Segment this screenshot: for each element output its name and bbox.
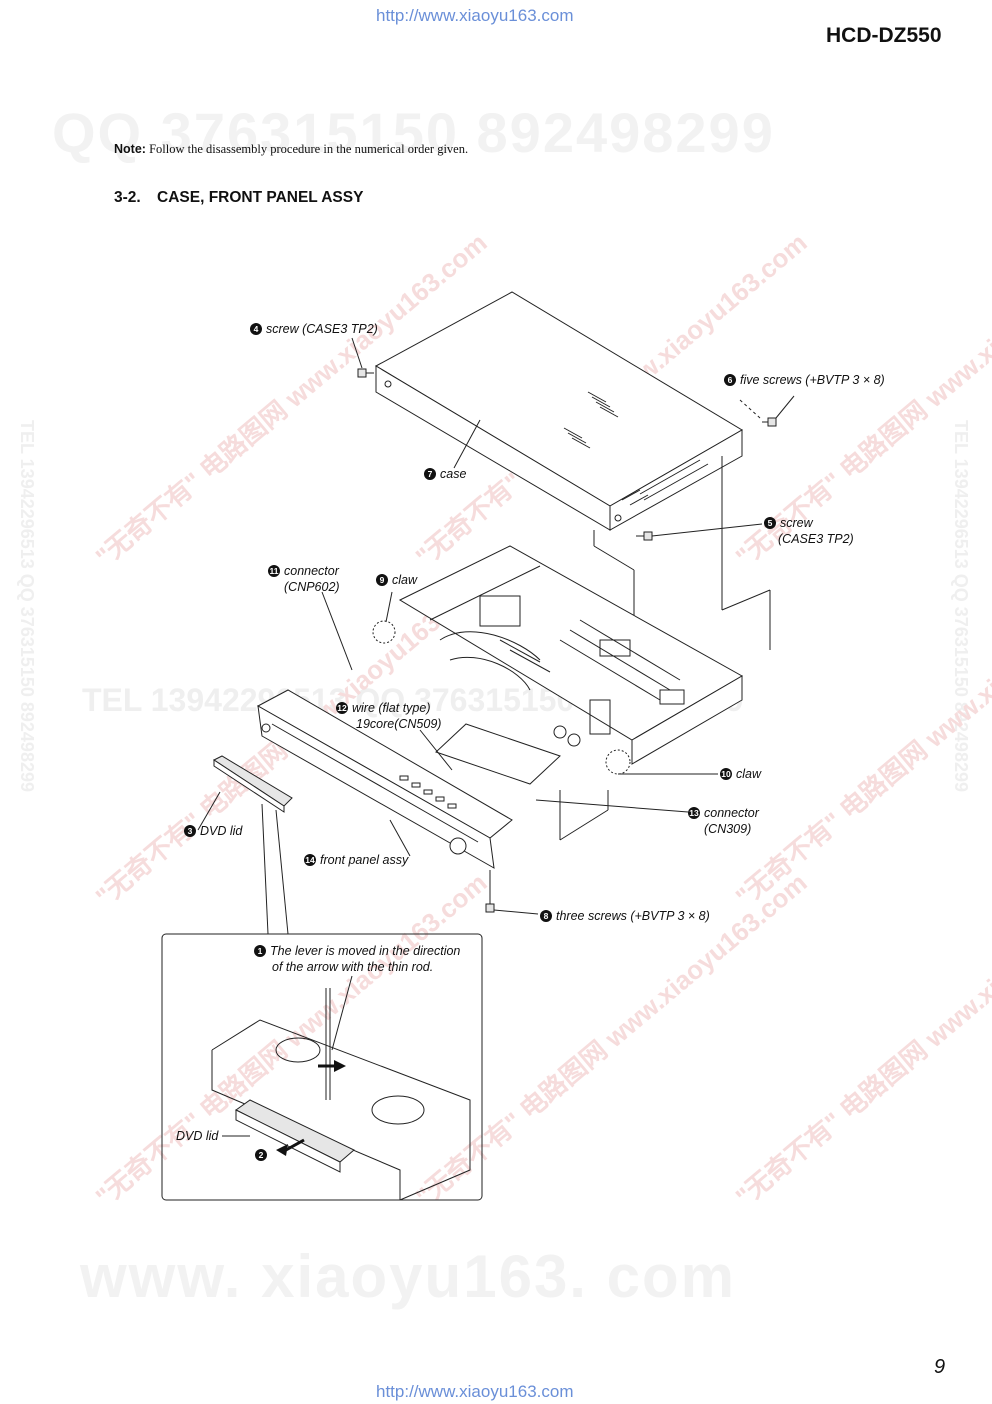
callout-2-number: 2 (255, 1149, 267, 1161)
page-number: 9 (934, 1356, 946, 1378)
callout-3-number: 3 (184, 825, 196, 837)
callout-7-text: case (440, 467, 467, 481)
callout-4-number: 4 (250, 323, 262, 335)
callout-14: 14 front panel assy (304, 852, 408, 868)
watermark-bottom: www. xiaoyu163. com (80, 1243, 737, 1310)
callout-8: 8 three screws (+BVTP 3 × 8) (540, 908, 710, 924)
callout-1-line1: The lever is moved in the direction (270, 944, 461, 958)
callout-4: 4 screw (CASE3 TP2) (250, 321, 378, 337)
callout-10: 10 claw (720, 766, 761, 782)
callout-5: 5 screw (CASE3 TP2) (764, 515, 854, 547)
leader-lines (197, 419, 718, 857)
callout-5-line2: (CASE3 TP2) (778, 532, 854, 546)
model-number: HCD-DZ550 (826, 24, 942, 47)
callout-5-number: 5 (764, 517, 776, 529)
callout-10-text: claw (736, 767, 762, 781)
screw-6-drawing (739, 395, 795, 427)
screw-8-drawing (485, 890, 539, 915)
note-line: Note: Follow the disassembly procedure i… (114, 142, 468, 157)
callout-1-number: 1 (254, 945, 266, 957)
callout-11-line1: connector (284, 564, 339, 578)
callout-6-text: five screws (+BVTP 3 × 8) (740, 373, 885, 387)
inset-drawing (211, 975, 471, 1201)
callout-10-number: 10 (720, 768, 732, 780)
callout-8-number: 8 (540, 910, 552, 922)
callout-4-text: screw (CASE3 TP2) (266, 322, 378, 336)
callout-5-line1: screw (780, 516, 813, 530)
callout-13: 13 connector (CN309) (688, 805, 759, 837)
callout-11-number: 11 (268, 565, 280, 577)
callout-7: 7 case (424, 466, 466, 482)
callout-1: 1 The lever is moved in the direction of … (254, 943, 460, 975)
callout-12: 12 wire (flat type) 19core(CN509) (336, 700, 441, 732)
callout-9-text: claw (392, 573, 418, 587)
callout-7-number: 7 (424, 468, 436, 480)
callout-13-number: 13 (688, 807, 700, 819)
callout-8-text: three screws (+BVTP 3 × 8) (556, 909, 710, 923)
front-panel-drawing (256, 689, 513, 869)
note-label: Note: (114, 142, 146, 156)
watermark-side-right: TEL 13942296513 QQ 376315150 892498299 (951, 420, 971, 792)
section-number: 3-2. (114, 189, 141, 206)
callout-2: 2 (255, 1147, 271, 1163)
callout-3: 3 DVD lid (184, 823, 242, 839)
callout-14-number: 14 (304, 854, 316, 866)
inset-connector-lines (261, 803, 289, 935)
inset-dvd-lid-label: DVD lid (176, 1129, 219, 1143)
callout-13-line2: (CN309) (704, 822, 752, 836)
callout-12-number: 12 (336, 702, 348, 714)
callout-3-text: DVD lid (200, 824, 243, 838)
callout-11: 11 connector (CNP602) (268, 563, 340, 595)
callout-13-line1: connector (704, 806, 759, 820)
inset-box (161, 933, 483, 1201)
section-title: CASE, FRONT PANEL ASSY (157, 189, 364, 206)
callout-12-line1: wire (flat type) (352, 701, 431, 715)
screw-5-drawing (636, 523, 763, 541)
header-url-link[interactable]: http://www.xiaoyu163.com (376, 6, 574, 25)
callout-11-line2: (CNP602) (284, 580, 340, 594)
callout-9: 9 claw (376, 572, 417, 588)
watermark-qq: QQ 376315150 892498299 (52, 101, 775, 164)
callout-14-text: front panel assy (320, 853, 409, 867)
note-text: Follow the disassembly procedure in the … (149, 142, 469, 156)
callout-1-line2: of the arrow with the thin rod. (272, 960, 434, 974)
chassis-drawing (372, 545, 744, 785)
callout-9-number: 9 (376, 574, 388, 586)
footer-url-link[interactable]: http://www.xiaoyu163.com (376, 1382, 574, 1401)
callout-12-line2: 19core(CN509) (356, 717, 442, 731)
case-drawing (374, 291, 743, 531)
screw-4-drawing (351, 337, 374, 378)
callout-6-number: 6 (724, 374, 736, 386)
section-heading: 3-2. CASE, FRONT PANEL ASSY (114, 189, 363, 207)
dvd-lid-drawing (212, 755, 293, 813)
callout-6: 6 five screws (+BVTP 3 × 8) (724, 372, 885, 388)
watermark-side-left: TEL 13942296513 QQ 376315150 892498299 (17, 420, 37, 792)
